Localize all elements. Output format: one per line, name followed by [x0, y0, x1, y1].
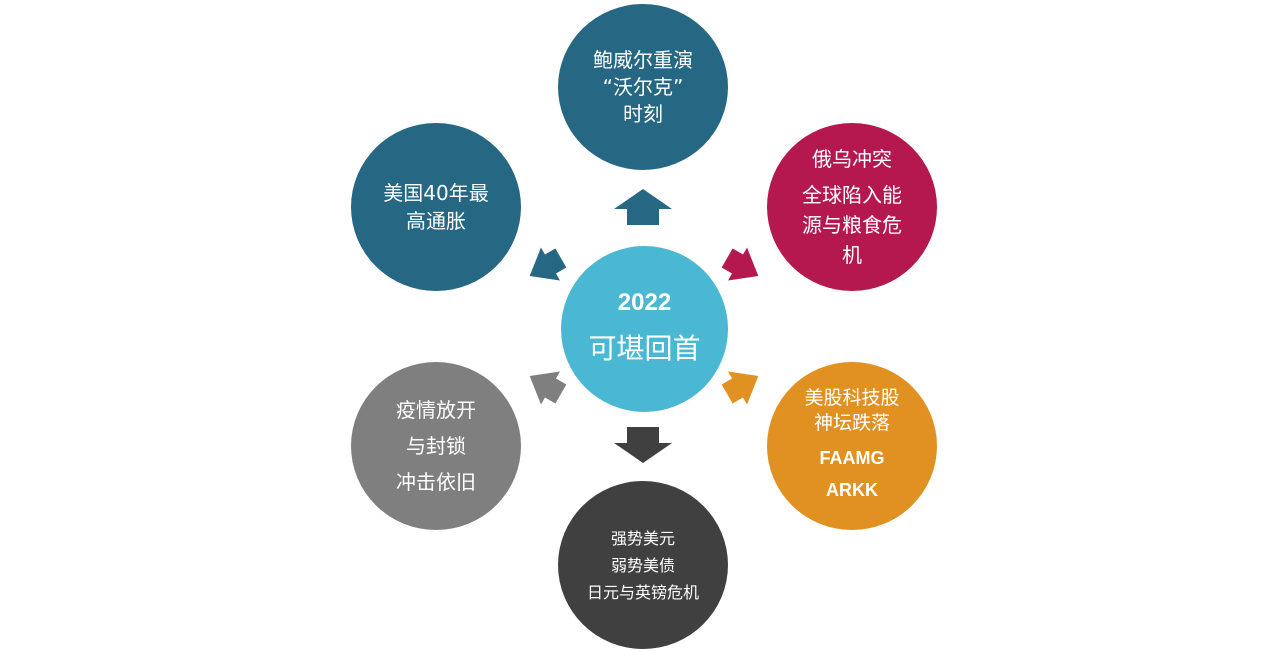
arrow-down — [614, 427, 672, 463]
node-text-line: 美股科技股 — [804, 387, 900, 409]
center-year: 2022 — [617, 289, 672, 316]
arrow-upper-right — [721, 247, 759, 281]
node-text-line: 日元与英镑危机 — [586, 582, 699, 602]
node-text-line: 源与粮食危 — [802, 213, 902, 237]
node-text-line: 全球陷入能 — [802, 183, 902, 207]
node-currency: 强势美元 弱势美债 日元与英镑危机 — [558, 481, 728, 649]
arrow-up — [614, 189, 672, 225]
node-text-line: 俄乌冲突 — [812, 147, 892, 171]
node-text-line: 高通胀 — [406, 209, 466, 233]
node-text-line: 美国40年最 — [383, 181, 489, 205]
node-text-line: 鲍威尔重演 — [593, 47, 693, 72]
arrow-upper-left — [529, 247, 567, 281]
ticker-label: ARKK — [826, 480, 878, 500]
node-text-line: 与封锁 — [406, 434, 466, 458]
node-powell-volcker: 鲍威尔重演 “沃尔克” 时刻 — [558, 4, 728, 170]
node-text-line: 时刻 — [623, 101, 663, 126]
node-text-line: 强势美元 — [610, 528, 675, 548]
node-us-tech-stocks: 美股科技股 神坛跌落 FAAMG ARKK — [767, 362, 937, 530]
ticker-label: FAAMG — [819, 448, 885, 468]
node-text-line: 冲击依旧 — [396, 470, 476, 494]
node-russia-ukraine: 俄乌冲突 全球陷入能 源与粮食危 机 — [767, 123, 937, 291]
node-text-line: “沃尔克” — [602, 74, 684, 99]
node-text-line: 机 — [842, 243, 862, 267]
node-pandemic: 疫情放开 与封锁 冲击依旧 — [351, 362, 521, 530]
node-text-line: 疫情放开 — [396, 398, 476, 422]
node-us-inflation: 美国40年最 高通胀 — [351, 123, 521, 291]
center-node: 2022 可堪回首 — [561, 246, 728, 412]
arrow-lower-right — [721, 371, 759, 405]
node-text-line: 神坛跌落 — [813, 412, 890, 434]
center-title: 可堪回首 — [588, 332, 701, 365]
arrow-lower-left — [529, 371, 567, 405]
node-text-line: 弱势美债 — [610, 555, 675, 575]
